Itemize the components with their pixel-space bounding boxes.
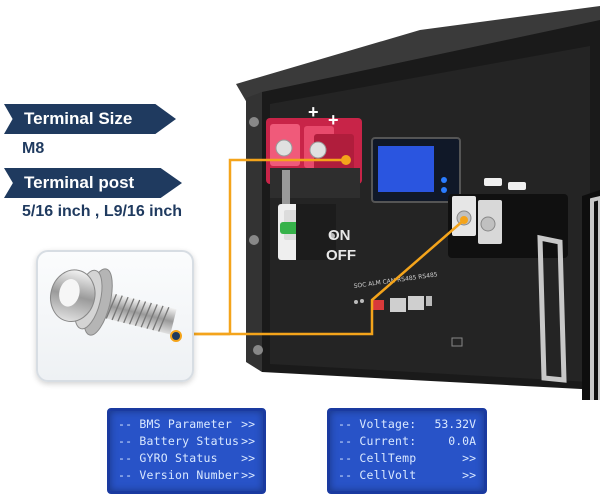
switch-on-label: ON bbox=[328, 227, 351, 244]
lcd-menu-row-version[interactable]: -- Version Number>> bbox=[118, 467, 255, 484]
lcd-status-row-voltage: -- Voltage: 53.32V bbox=[338, 416, 476, 433]
bolt-image-card bbox=[36, 250, 194, 382]
terminal-size-tag: Terminal Size bbox=[4, 104, 176, 134]
lcd-row-label: -- Battery Status bbox=[118, 434, 240, 448]
breaker-switch bbox=[278, 204, 336, 260]
lcd-menu-panel: -- BMS Parameter>> -- Battery Status>> -… bbox=[107, 408, 266, 494]
terminal-post-tag: Terminal post bbox=[4, 168, 182, 198]
terminal-post-value: 5/16 inch , L9/16 inch bbox=[22, 203, 183, 220]
lcd-row-value: 0.0A bbox=[448, 434, 476, 448]
right-handle bbox=[537, 234, 567, 383]
lcd-row-label: -- Current: bbox=[338, 434, 417, 448]
lcd-status-row-cellvolt[interactable]: -- CellVolt >> bbox=[338, 467, 476, 484]
lcd-status-row-current: -- Current: 0.0A bbox=[338, 433, 476, 450]
lcd-row-arrow: >> bbox=[241, 468, 255, 482]
lcd-row-label: -- GYRO Status bbox=[118, 451, 218, 465]
lcd-row-arrow: >> bbox=[462, 468, 476, 482]
positive-mark-2: + bbox=[328, 110, 339, 130]
lcd-row-value: 53.32V bbox=[434, 417, 476, 431]
lcd-row-label: -- Voltage: bbox=[338, 417, 417, 431]
lcd-row-arrow: >> bbox=[241, 451, 255, 465]
switch-off-label: OFF bbox=[326, 247, 356, 264]
lcd-menu-row-gyro[interactable]: -- GYRO Status >> bbox=[118, 450, 255, 467]
positive-mark-1: + bbox=[308, 102, 319, 122]
lcd-row-label: -- Version Number bbox=[118, 468, 240, 482]
lcd-row-arrow: >> bbox=[241, 417, 255, 431]
lcd-status-panel: -- Voltage: 53.32V -- Current: 0.0A -- Cel… bbox=[327, 408, 487, 494]
battery-front-panel bbox=[246, 92, 262, 372]
lcd-status-row-celltemp[interactable]: -- CellTemp >> bbox=[338, 450, 476, 467]
lcd-menu-row-bms[interactable]: -- BMS Parameter >> bbox=[118, 416, 255, 433]
terminal-size-value: M8 bbox=[22, 140, 45, 157]
bolt-icon bbox=[50, 268, 182, 342]
lcd-row-label: -- CellVolt bbox=[338, 468, 417, 482]
lcd-row-arrow: >> bbox=[241, 434, 255, 448]
lcd-row-label: -- CellTemp bbox=[338, 451, 417, 465]
lcd-row-arrow: >> bbox=[462, 451, 476, 465]
lcd-menu-row-battery[interactable]: -- Battery Status>> bbox=[118, 433, 255, 450]
battery-module-illustration: + + ON OFF SOC ALM CAN RS485 RS485 bbox=[176, 6, 600, 400]
lcd-row-label: -- BMS Parameter bbox=[118, 417, 232, 431]
